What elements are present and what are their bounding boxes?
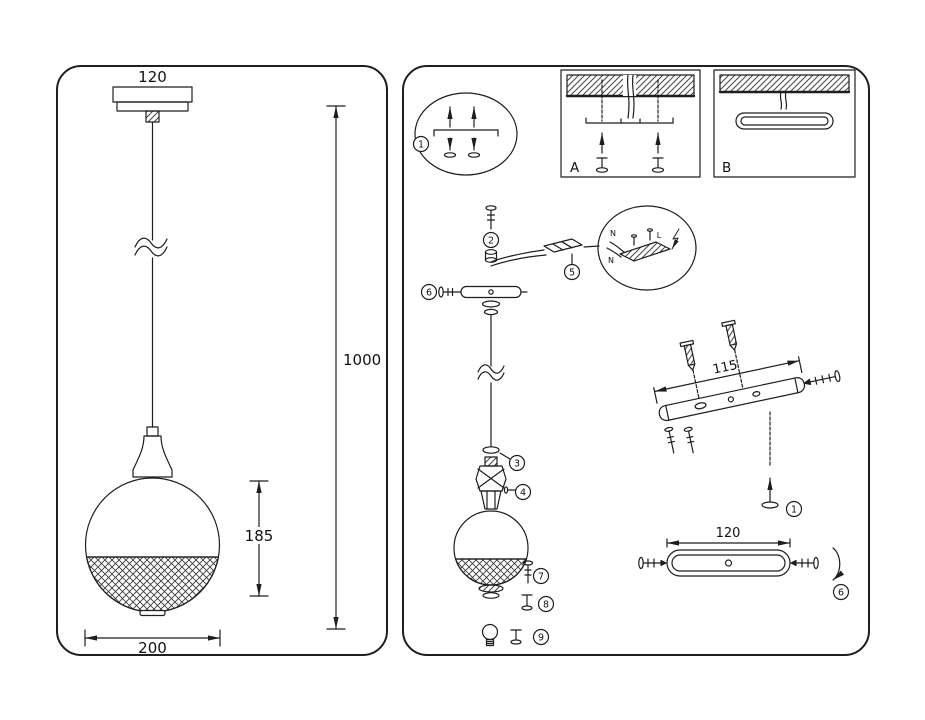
right-panel-border: [402, 65, 870, 656]
wire: [626, 74, 630, 119]
option-b-label: B: [722, 160, 731, 176]
exploded-assembly: 2 5: [420, 205, 697, 647]
ring: [482, 446, 500, 454]
mounting-plate: [735, 112, 834, 130]
ceiling-bracket-bar: [460, 285, 528, 299]
suspension-height-dim: [326, 105, 346, 630]
mounting-bracket: [658, 377, 806, 422]
svg-text:1: 1: [791, 505, 797, 516]
option-a-box: A: [560, 69, 701, 178]
step-4-badge: 4: [514, 483, 532, 501]
neutral-label: N: [608, 256, 614, 265]
step-1-badge: 1: [412, 135, 430, 153]
left-panel: 120: [56, 65, 388, 657]
neutral-label: N: [610, 229, 616, 238]
terminal-block-detail: [619, 241, 671, 262]
wiring-detail-callout: N N L: [597, 205, 697, 291]
screw-icon: [438, 286, 462, 298]
suspension-height-dim-label: 1000: [343, 351, 381, 369]
svg-text:4: 4: [520, 488, 526, 499]
shade-diameter-dim-label: 200: [138, 639, 167, 657]
diffuser-disc: [482, 592, 500, 599]
lamp-holder-cone: [132, 426, 173, 478]
wire: [490, 254, 547, 267]
wire: [606, 247, 622, 258]
step-5-badge: 5: [563, 263, 581, 281]
step-9-badge: 9: [532, 628, 550, 646]
washer: [481, 300, 501, 308]
plate-step-badge: 6: [832, 583, 850, 601]
shade-small: [453, 510, 529, 586]
bracket-step-badge: 1: [785, 500, 803, 518]
svg-text:3: 3: [514, 459, 520, 470]
screw-icon: [503, 486, 516, 494]
live-label: L: [657, 231, 662, 240]
lightning-icon: [671, 228, 680, 250]
cable-break-symbol: [477, 364, 505, 374]
plate-detail: 120: [638, 526, 850, 601]
screw-icon: [790, 556, 819, 570]
canopy-drawing: [112, 86, 193, 123]
svg-text:1: 1: [418, 140, 424, 151]
washer: [483, 308, 499, 316]
step-6-badge: 6: [420, 283, 438, 301]
wire: [779, 91, 783, 110]
shade-height-dim-label: 185: [245, 527, 274, 545]
step-7-badge: 7: [532, 567, 550, 585]
shade-diameter-dim: [84, 629, 221, 647]
svg-text:6: 6: [426, 288, 432, 299]
step-3-badge: 3: [508, 454, 526, 472]
wall-plug-anchor: [721, 319, 744, 389]
bulb-icon: [481, 623, 499, 647]
mounting-step-callout: 1: [412, 92, 518, 176]
terminal-block: [543, 238, 583, 253]
wall-plug-icon: [521, 594, 533, 611]
plate-width-dim-label: 120: [716, 526, 741, 541]
right-panel: 1: [402, 65, 870, 656]
svg-text:6: 6: [838, 588, 844, 599]
screw-icon: [664, 426, 676, 454]
screw-icon: [638, 556, 667, 570]
screw-icon: [485, 205, 497, 230]
wall-plug-anchor: [679, 339, 700, 399]
option-a-label: A: [570, 160, 580, 176]
cable-break-symbol: [134, 237, 168, 249]
shade-height-dim: [241, 480, 278, 597]
bracket-detail: 115: [653, 319, 841, 454]
wall-plug-icon: [595, 157, 609, 173]
svg-text:8: 8: [543, 600, 549, 611]
lamp-shade: [84, 477, 221, 617]
ceiling-hatch: [719, 74, 850, 93]
screw-icon: [522, 560, 534, 584]
rotate-arrow-icon: [832, 547, 845, 581]
wall-plug-icon: [651, 157, 665, 173]
wire: [784, 91, 788, 110]
screw-icon: [683, 426, 695, 454]
step-2-badge: 2: [482, 231, 500, 249]
mounting-plate: [666, 549, 791, 577]
socket-assembly: [475, 456, 507, 510]
wire: [490, 249, 545, 263]
suspension-cable: [134, 121, 168, 428]
svg-text:7: 7: [538, 572, 544, 583]
svg-text:9: 9: [538, 633, 544, 644]
wall-plug-icon: [510, 629, 522, 645]
left-panel-border: [56, 65, 388, 656]
screw-icon: [803, 370, 841, 386]
svg-text:5: 5: [569, 268, 575, 279]
diffuser-disc: [478, 584, 504, 593]
step-8-badge: 8: [537, 595, 555, 613]
svg-text:2: 2: [488, 236, 494, 247]
wire: [631, 74, 635, 119]
canopy-width-dim-label: 120: [138, 68, 167, 86]
wire: [609, 241, 625, 253]
bracket-length-dim-label: 115: [711, 358, 738, 378]
option-b-box: B: [713, 69, 856, 178]
